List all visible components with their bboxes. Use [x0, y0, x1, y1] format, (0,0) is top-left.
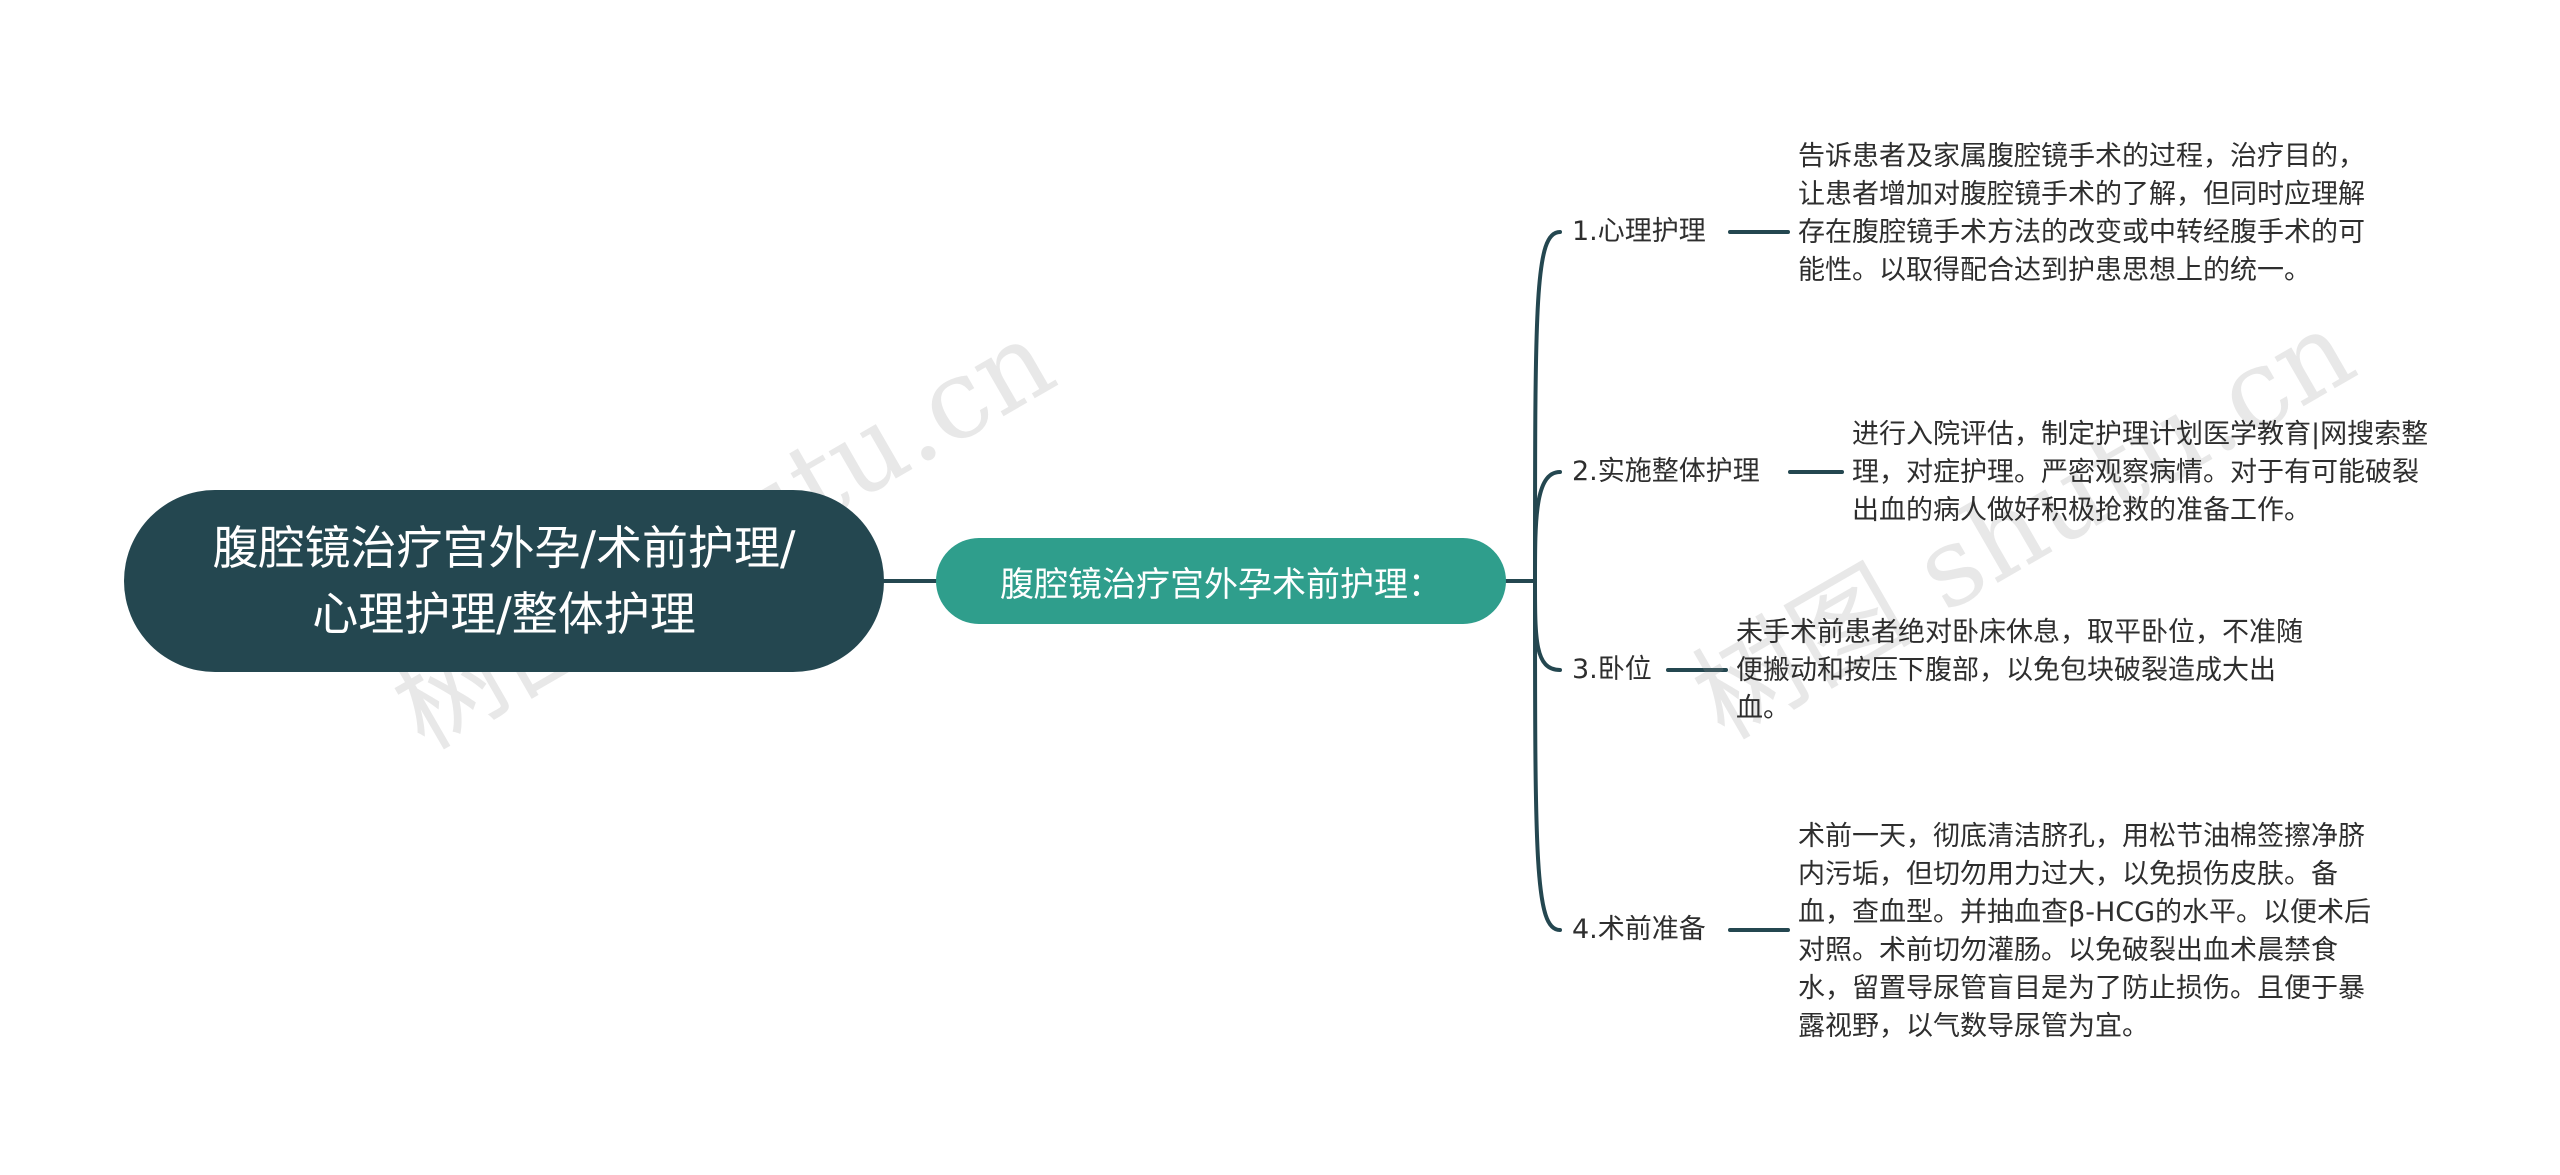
branch-label-psychological-care[interactable]: 1.心理护理	[1572, 216, 1706, 247]
branch-label-preop-prep[interactable]: 4.术前准备	[1572, 914, 1706, 945]
leaf-position: 未手术前患者绝对卧床休息，取平卧位，不准随便搬动和按压下腹部，以免包块破裂造成大…	[1736, 617, 2303, 724]
root-node[interactable]: 腹腔镜治疗宫外孕/术前护理/心理护理/整体护理	[124, 490, 884, 672]
connector-branch-1	[1533, 230, 1562, 583]
leaf-psychological-care: 告诉患者及家属腹腔镜手术的过程，治疗目的，让患者增加对腹腔镜手术的了解，但同时应…	[1798, 141, 2365, 286]
center-title: 腹腔镜治疗宫外孕术前护理：	[1000, 564, 1442, 605]
center-node[interactable]: 腹腔镜治疗宫外孕术前护理：	[936, 538, 1506, 624]
leaf-preop-prep: 术前一天，彻底清洁脐孔，用松节油棉签擦净脐内污垢，但切勿用力过大，以免损伤皮肤。…	[1798, 821, 2372, 1042]
root-title: 腹腔镜治疗宫外孕/术前护理/心理护理/整体护理	[212, 521, 796, 641]
branch-label-position[interactable]: 3.卧位	[1572, 654, 1652, 685]
branch-label-holistic-care[interactable]: 2.实施整体护理	[1572, 456, 1760, 487]
connector-branch-2	[1533, 470, 1562, 583]
leaf-holistic-care: 进行入院评估，制定护理计划医学教育|网搜索整理，对症护理。严密观察病情。对于有可…	[1852, 419, 2429, 526]
connector-branch-3	[1533, 579, 1562, 672]
connector-branch-4	[1533, 579, 1562, 932]
